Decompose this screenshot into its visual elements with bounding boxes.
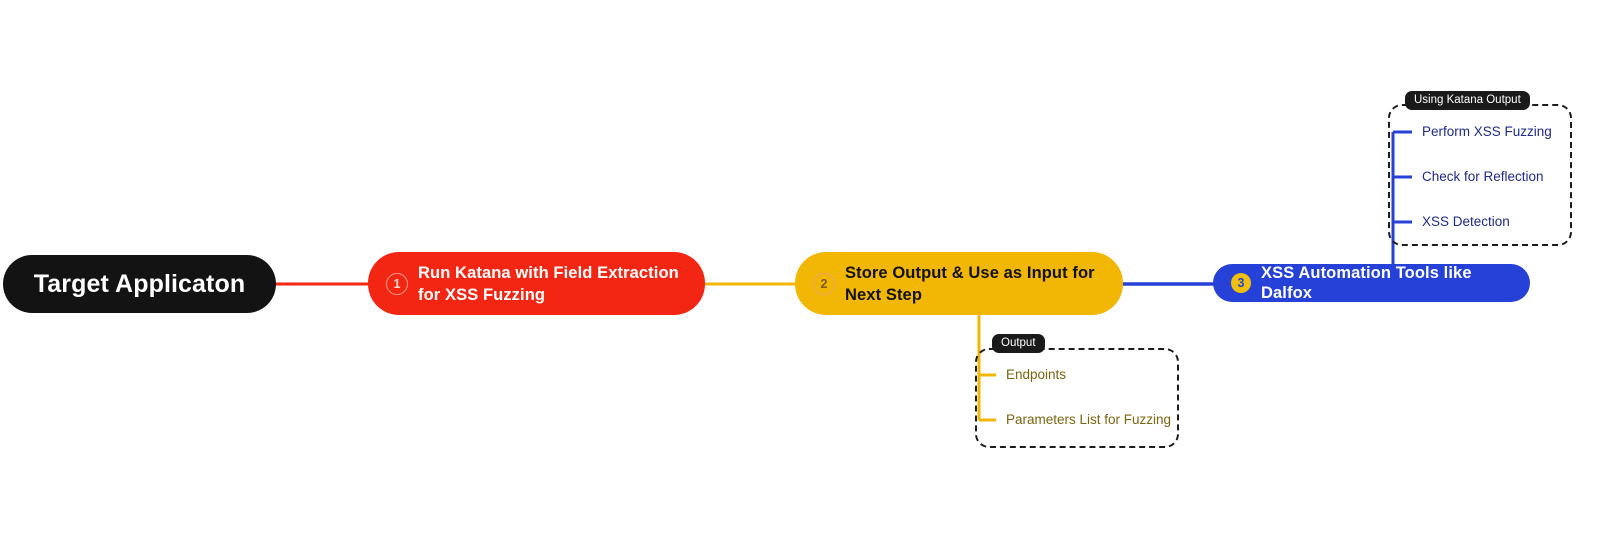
node-store-output-use-as-input[interactable]: 2 Store Output & Use as Input for Next S… xyxy=(795,252,1123,315)
node-run-katana-with-field-extraction[interactable]: 1 Run Katana with Field Extraction for X… xyxy=(368,252,705,315)
node-target-application[interactable]: Target Applicaton xyxy=(3,255,276,313)
node-run-katana-label: Run Katana with Field Extraction for XSS… xyxy=(418,263,679,304)
step-badge-1: 1 xyxy=(386,272,408,295)
leaf-check-for-reflection[interactable]: Check for Reflection xyxy=(1422,169,1544,184)
leaf-perform-xss-fuzzing[interactable]: Perform XSS Fuzzing xyxy=(1422,124,1552,139)
step-badge-3: 3 xyxy=(1231,273,1251,293)
group-box-output xyxy=(975,348,1179,448)
group-tab-using-katana-output: Using Katana Output xyxy=(1405,91,1530,110)
group-tab-output: Output xyxy=(992,334,1045,353)
leaf-endpoints[interactable]: Endpoints xyxy=(1006,367,1067,382)
leaf-xss-detection[interactable]: XSS Detection xyxy=(1422,214,1510,229)
node-xss-automation-tools-label: XSS Automation Tools like Dalfox xyxy=(1261,264,1472,302)
node-xss-automation-tools-like-dalfox[interactable]: 3 XSS Automation Tools like Dalfox xyxy=(1213,264,1530,302)
leaf-parameters-list-for-fuzzing[interactable]: Parameters List for Fuzzing xyxy=(1006,412,1172,427)
node-store-output-label: Store Output & Use as Input for Next Ste… xyxy=(845,263,1095,304)
node-target-application-label: Target Applicaton xyxy=(33,269,246,298)
step-badge-2: 2 xyxy=(813,272,835,295)
